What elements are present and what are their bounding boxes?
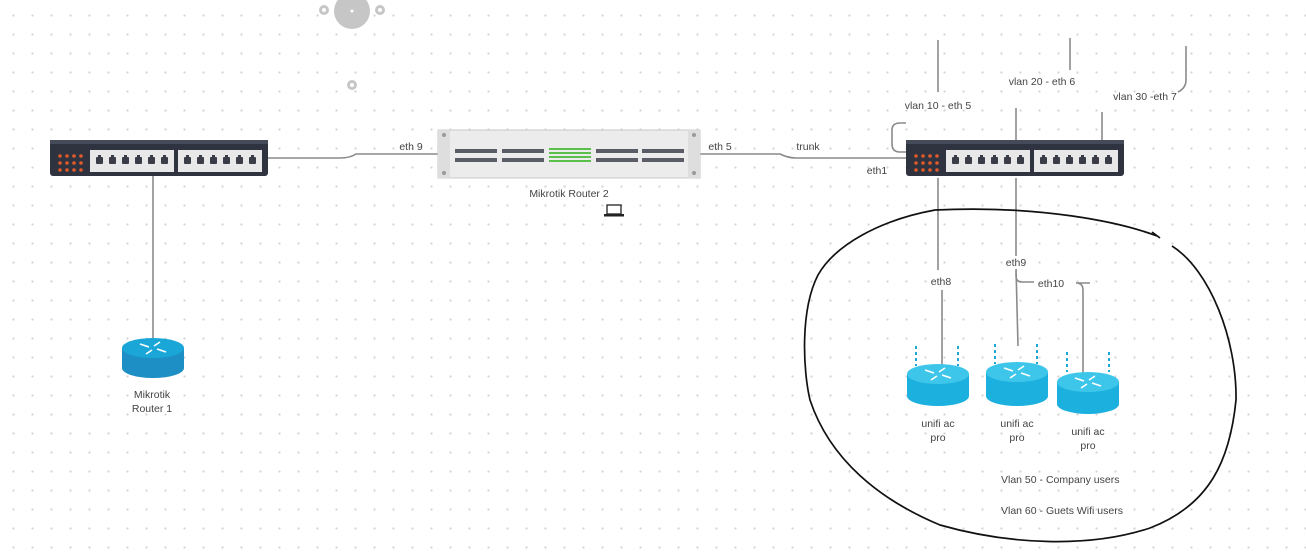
rack-switch-router2[interactable] [437,129,701,179]
link-label-vlan30: vlan 30 -eth 7 [1113,91,1177,103]
router2-label: Mikrotik Router 2 [529,188,609,200]
switch-leds [914,154,939,172]
ap-1[interactable] [907,346,969,406]
switch-leds [58,154,83,172]
connections [152,38,1187,376]
ap1-label-line2: pro [930,432,945,444]
ap-2[interactable] [986,344,1048,406]
switch-left[interactable] [50,140,268,176]
router1-label-line2: Router 1 [132,403,172,415]
link-label-eth8: eth8 [931,276,952,288]
link-label-trunk: trunk [796,141,820,153]
laptop-icon[interactable] [604,204,624,217]
router-mikrotik-1[interactable] [122,338,184,378]
link-label-vlan20: vlan 20 - eth 6 [1009,76,1076,88]
link-label-eth10: eth10 [1038,278,1064,290]
router1-label-line1: Mikrotik [134,389,171,401]
ap2-label-line2: pro [1009,432,1024,444]
ap1-label-line1: unifi ac [921,418,954,430]
ap2-label-line1: unifi ac [1000,418,1033,430]
ap3-label-line2: pro [1080,440,1095,452]
link-label-vlan10: vlan 10 - eth 5 [905,100,972,112]
rack-ports [455,149,684,162]
wire-switch-to-router2 [268,153,440,159]
wire-eth8 [937,178,943,368]
link-label-eth9-ap: eth9 [1006,257,1027,269]
wire-eth9 [1015,178,1036,347]
ap3-label-line1: unifi ac [1071,426,1104,438]
canvas-controls[interactable] [319,0,385,90]
vlan-company-label: Vlan 50 - Company users [1001,474,1119,486]
link-label-eth1: eth1 [867,165,888,177]
wire-router2-to-switch2 [700,153,906,159]
wire-eth10 [1075,282,1090,376]
wire-vlan30 [1177,46,1187,93]
vlan-guest-label: Vlan 60 - Guets Wifi users [1001,505,1123,517]
link-label-eth9: eth 9 [399,141,423,153]
switch-right[interactable] [906,140,1124,176]
labels: Mikrotik Router 1 Mikrotik Router 2 eth … [132,76,1177,517]
wire-trunk-loop [891,122,906,153]
rack-leds [549,148,591,162]
link-label-eth5: eth 5 [708,141,732,153]
ap-3[interactable] [1057,352,1119,414]
wifi-zone-outline [803,208,1237,543]
